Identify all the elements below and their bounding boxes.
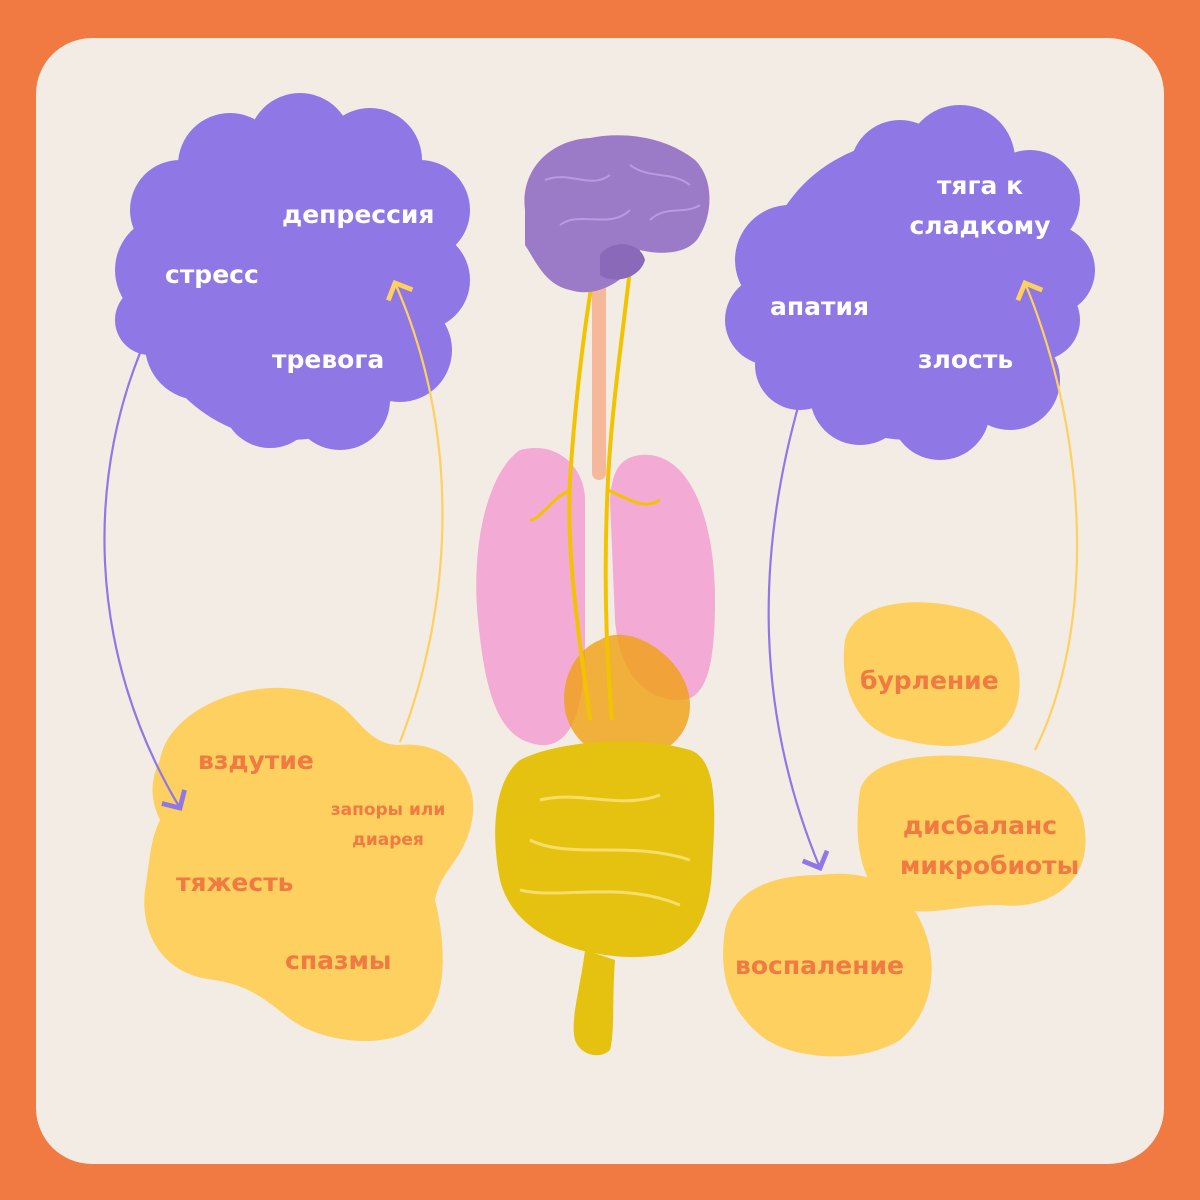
esophagus [592, 250, 606, 480]
left-gut-blob [144, 687, 474, 1042]
right-down-arrow [767, 399, 830, 872]
label-dysbiosis-line1: дисбаланс [902, 811, 1058, 840]
brain-cerebellum [600, 244, 645, 280]
label-dysbiosis-line2: микробиоты [900, 851, 1080, 880]
label-depression: депрессия [282, 200, 435, 229]
stomach [564, 634, 690, 761]
label-constipation-line1: запоры или [330, 800, 446, 820]
label-bloating: вздутие [198, 746, 314, 775]
label-constipation: запоры или диарея [320, 795, 456, 855]
label-sugar-craving: тяга к сладкому [905, 166, 1055, 246]
right-up-arrow [1015, 279, 1079, 751]
left-brain-cloud [115, 93, 470, 450]
label-heaviness: тяжесть [176, 868, 294, 897]
left-up-arrow [386, 279, 444, 743]
vagus-nerve-right [603, 249, 634, 721]
anatomy-figure [476, 135, 715, 1056]
label-rumbling: бурление [860, 666, 999, 695]
label-anger: злость [918, 345, 1014, 374]
rectum [573, 950, 615, 1056]
right-gut-blobs [723, 602, 1086, 1057]
label-anxiety: тревога [272, 345, 385, 374]
label-dysbiosis: дисбаланс микробиоты [900, 806, 1080, 886]
right-brain-cloud [725, 105, 1095, 460]
left-down-arrow [103, 329, 187, 811]
label-apathy: апатия [770, 292, 870, 321]
label-inflammation: воспаление [735, 951, 904, 980]
label-sugar-line1: тяга к [936, 171, 1024, 200]
left-lung [476, 448, 585, 746]
label-stress: стресс [165, 260, 259, 289]
label-sugar-line2: сладкому [909, 211, 1051, 240]
vagus-nerve-left [567, 244, 600, 721]
label-constipation-line2: диарея [352, 830, 424, 850]
label-spasms: спазмы [285, 946, 392, 975]
